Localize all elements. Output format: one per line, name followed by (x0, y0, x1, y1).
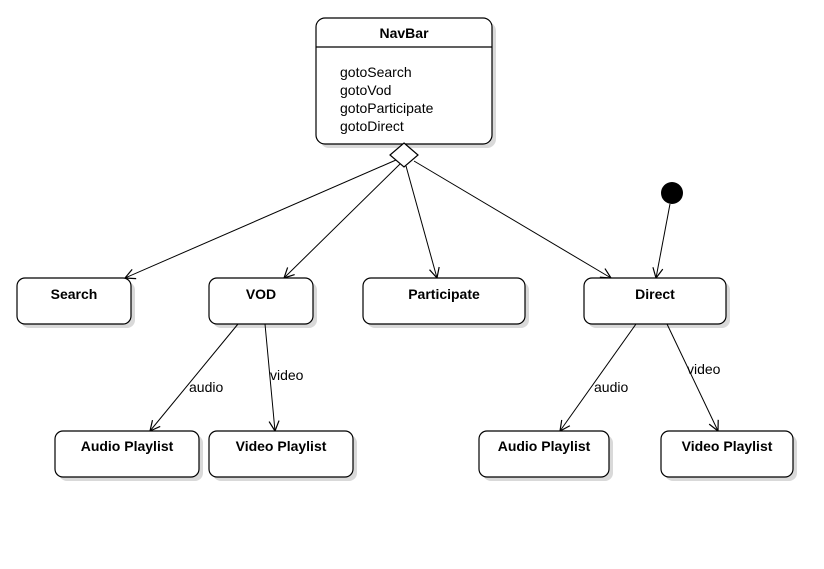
node-direct-video-playlist-label: Video Playlist (682, 438, 773, 454)
node-search[interactable]: Search (16, 277, 135, 328)
node-vod-video-playlist-label: Video Playlist (236, 438, 327, 454)
node-direct-video-playlist[interactable]: Video Playlist (660, 430, 797, 481)
edge-label-direct-video: video (687, 361, 721, 377)
edge-navbar-vod (284, 163, 401, 278)
edge-navbar-search (125, 159, 397, 278)
initial-state-icon (661, 182, 683, 204)
navbar-method-goto-vod: gotoVod (340, 82, 391, 98)
navbar-title: NavBar (379, 25, 429, 41)
node-vod-audio-playlist-label: Audio Playlist (81, 438, 174, 454)
node-direct-audio-playlist-label: Audio Playlist (498, 438, 591, 454)
navbar-method-goto-search: gotoSearch (340, 64, 412, 80)
edge-direct-audio (560, 323, 637, 431)
aggregation-diamond-icon (389, 142, 419, 168)
node-direct[interactable]: Direct (583, 277, 730, 328)
edge-navbar-direct (413, 160, 611, 278)
node-search-label: Search (51, 286, 98, 302)
node-direct-label: Direct (635, 286, 675, 302)
node-direct-audio-playlist[interactable]: Audio Playlist (478, 430, 613, 481)
navbar-method-goto-direct: gotoDirect (340, 118, 404, 134)
edge-vod-audio (150, 323, 239, 431)
node-vod-audio-playlist[interactable]: Audio Playlist (54, 430, 203, 481)
edge-initial-direct (656, 203, 671, 278)
edge-vod-video (264, 323, 275, 431)
edge-label-vod-audio: audio (189, 379, 223, 395)
navbar-method-goto-participate: gotoParticipate (340, 100, 434, 116)
edge-label-direct-audio: audio (594, 379, 628, 395)
edge-label-vod-video: video (270, 367, 304, 383)
node-participate[interactable]: Participate (362, 277, 529, 328)
edge-direct-video (666, 323, 718, 431)
edge-navbar-participate (405, 165, 437, 278)
node-vod-label: VOD (246, 286, 276, 302)
node-participate-label: Participate (408, 286, 480, 302)
node-vod-video-playlist[interactable]: Video Playlist (208, 430, 357, 481)
navbar-class[interactable]: NavBar gotoSearch gotoVod gotoParticipat… (315, 17, 496, 148)
node-vod[interactable]: VOD (208, 277, 317, 328)
